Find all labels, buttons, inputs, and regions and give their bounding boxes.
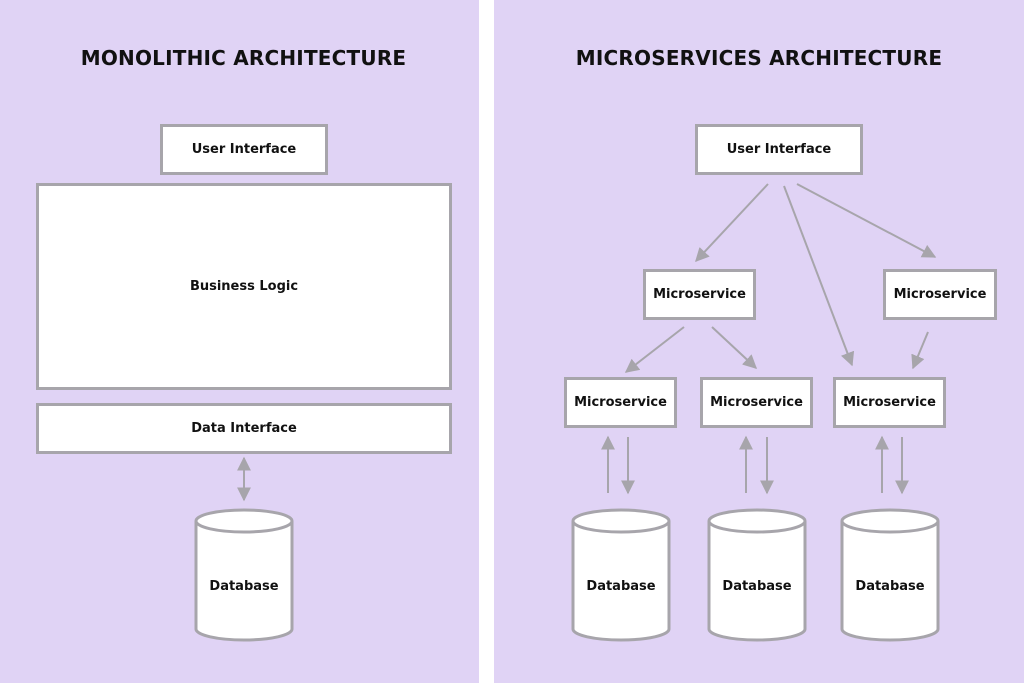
microservice-box: Microservice — [700, 377, 813, 428]
microservice-box: Microservice — [564, 377, 677, 428]
database-label: Database — [586, 579, 656, 594]
micro-database: Database — [707, 508, 807, 642]
microservice-box: Microservice — [833, 377, 946, 428]
monolithic-title: MONOLITHIC ARCHITECTURE — [80, 46, 407, 70]
database-cylinder-icon — [571, 508, 671, 642]
mono-database: Database — [194, 508, 294, 642]
mono-user-interface-box: User Interface — [160, 124, 328, 175]
database-label: Database — [855, 579, 925, 594]
microservice-box: Microservice — [883, 269, 997, 320]
microservice-box: Microservice — [643, 269, 756, 320]
database-label: Database — [209, 579, 279, 594]
micro-user-interface-box: User Interface — [695, 124, 863, 175]
micro-database: Database — [571, 508, 671, 642]
database-cylinder-icon — [840, 508, 940, 642]
database-cylinder-icon — [707, 508, 807, 642]
database-label: Database — [722, 579, 792, 594]
database-cylinder-icon — [194, 508, 294, 642]
micro-database: Database — [840, 508, 940, 642]
mono-business-logic-box: Business Logic — [36, 183, 452, 390]
mono-data-interface-box: Data Interface — [36, 403, 452, 454]
microservices-title: MICROSERVICES ARCHITECTURE — [575, 46, 943, 70]
